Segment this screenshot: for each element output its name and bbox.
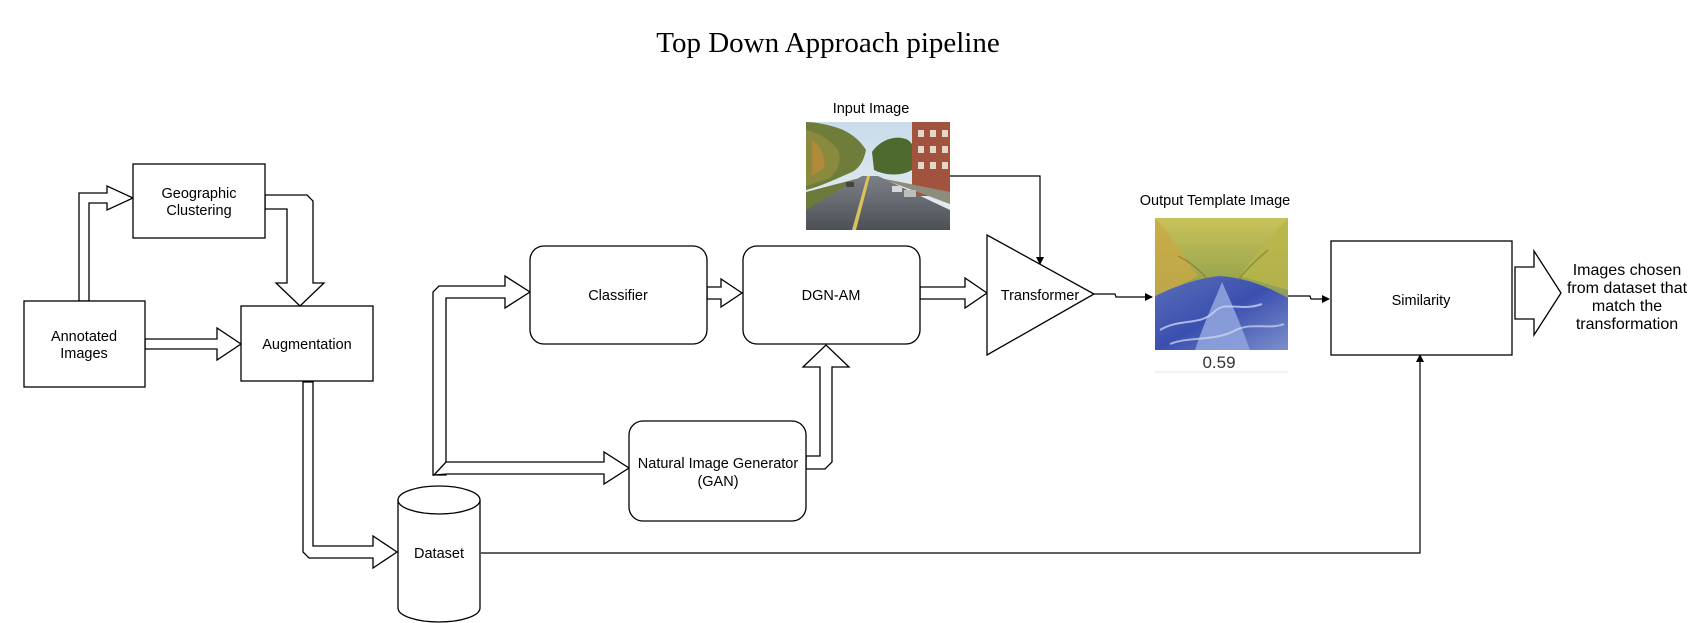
result-line2: from dataset that: [1567, 280, 1688, 297]
result-description: Images chosen from dataset that match th…: [1567, 262, 1688, 333]
node-annotated-images-line2: Images: [60, 346, 108, 362]
node-geographic-clustering-line1: Geographic: [162, 186, 237, 202]
result-line1: Images chosen: [1573, 262, 1682, 279]
arrow-geographic-to-augmentation: [264, 194, 326, 307]
node-dataset-label: Dataset: [414, 546, 464, 562]
result-line4: transformation: [1576, 316, 1678, 333]
output-image-score: 0.59: [1202, 353, 1235, 372]
arrow-input-to-transformer: [950, 175, 1044, 265]
node-dgn-am-label: DGN-AM: [802, 288, 861, 304]
node-generator-line1: Natural Image Generator: [638, 456, 799, 472]
arrow-annotated-to-augmentation: [144, 326, 243, 362]
input-image: [806, 122, 950, 230]
arrow-output-to-similarity: [1287, 295, 1330, 303]
arrow-augmentation-to-dataset: [302, 381, 399, 570]
arrow-generator-to-dgnam: [801, 344, 851, 470]
result-line3: match the: [1592, 298, 1662, 315]
node-geographic-clustering: Geographic Clustering: [132, 163, 266, 239]
node-dataset: Dataset: [397, 485, 481, 623]
node-natural-image-generator: Natural Image Generator (GAN): [628, 420, 807, 522]
node-annotated-images-line1: Annotated: [51, 329, 117, 345]
node-generator-line2: (GAN): [697, 474, 738, 490]
arrow-similarity-to-result: [1514, 248, 1562, 338]
node-annotated-images: Annotated Images: [23, 300, 146, 388]
arrow-classifier-to-dgnam: [706, 277, 744, 309]
node-transformer: Transformer: [986, 233, 1096, 357]
arrow-dataset-to-generator: [432, 450, 631, 486]
node-similarity: Similarity: [1330, 240, 1513, 356]
node-classifier-label: Classifier: [588, 288, 648, 304]
node-similarity-label: Similarity: [1392, 293, 1452, 309]
arrow-dataset-to-similarity: [481, 354, 1424, 554]
node-dgn-am: DGN-AM: [742, 245, 921, 345]
output-image-caption: Output Template Image: [1140, 193, 1290, 209]
input-image-caption: Input Image: [833, 101, 910, 117]
node-classifier: Classifier: [529, 245, 708, 345]
node-geographic-clustering-line2: Clustering: [166, 203, 231, 219]
diagram-title: Top Down Approach pipeline: [656, 27, 999, 59]
arrow-annotated-to-geographic: [78, 184, 135, 302]
arrow-transformer-to-output: [1094, 293, 1153, 301]
output-template-image: [1155, 218, 1288, 373]
arrow-dgnam-to-transformer: [919, 276, 989, 310]
node-augmentation: Augmentation: [240, 305, 374, 382]
node-transformer-label: Transformer: [1001, 288, 1080, 304]
node-augmentation-label: Augmentation: [262, 337, 351, 353]
arrow-dataset-to-classifier: [432, 274, 532, 476]
